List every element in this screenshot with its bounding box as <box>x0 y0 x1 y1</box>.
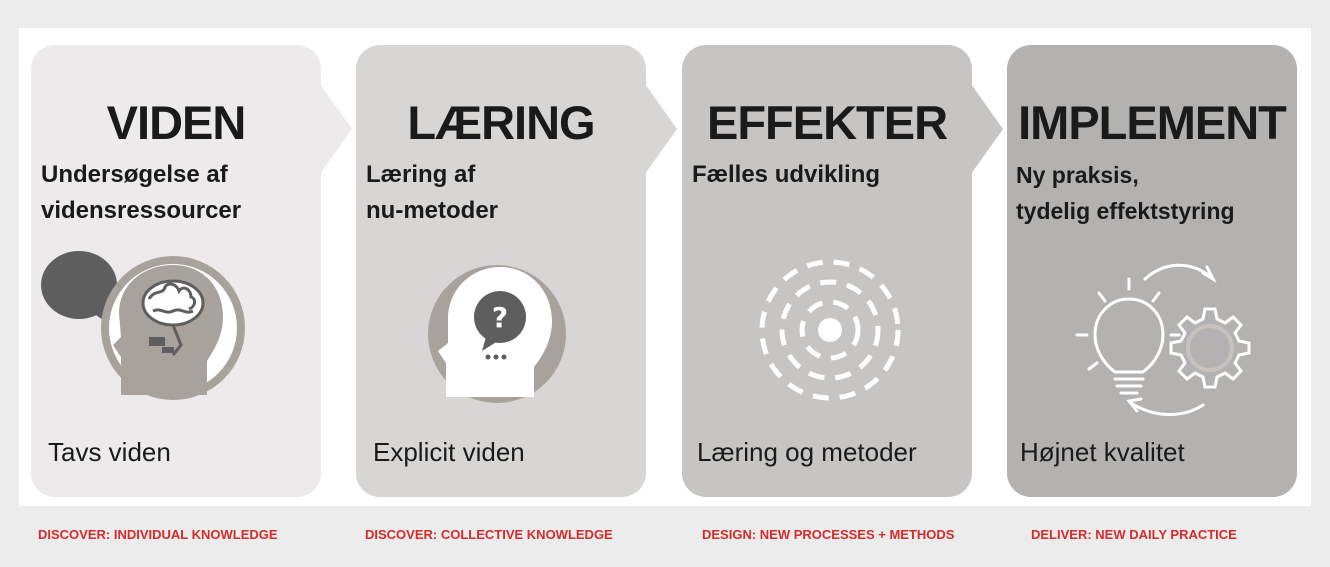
concentric-ripple-icon <box>759 259 901 401</box>
stage-subtitle: Ny praksis, tydelig effektstyring <box>1016 162 1235 224</box>
stage-arrow-1 <box>320 84 352 174</box>
stage-arrow-2 <box>645 84 677 174</box>
stage-card-laering: LÆRING Læring af nu-metoder ? Explicit v… <box>356 45 646 497</box>
stage-title: EFFEKTER <box>706 96 948 149</box>
stage-outcome: Explicit viden <box>373 437 525 467</box>
stage-card-implement: IMPLEMENT Ny praksis, tydelig effektstyr… <box>1007 45 1297 497</box>
svg-text:?: ? <box>492 301 508 334</box>
stage-caption-4: DELIVER: NEW DAILY PRACTICE <box>1031 527 1237 542</box>
stage-card-viden: VIDEN Undersøgelse af vidensressourcer T… <box>31 45 321 497</box>
stage-caption-3: DESIGN: NEW PROCESSES + METHODS <box>702 527 955 542</box>
stage-title: LÆRING <box>407 96 595 149</box>
stage-caption-2: DISCOVER: COLLECTIVE KNOWLEDGE <box>365 527 613 542</box>
stage-outcome: Tavs viden <box>48 437 171 467</box>
stage-subtitle: Læring af nu-metoder <box>366 161 498 224</box>
stage-caption-1: DISCOVER: INDIVIDUAL KNOWLEDGE <box>38 527 278 542</box>
stage-card-effekter: EFFEKTER Fælles udvikling Læring og meto… <box>682 45 972 497</box>
bulb-gear-cycle-icon <box>1075 263 1251 417</box>
stage-title: VIDEN <box>106 96 247 149</box>
head-question-icon: ? <box>428 265 566 403</box>
head-brain-speech-icon <box>41 251 245 400</box>
stage-arrow-3 <box>971 84 1003 174</box>
stage-title: IMPLEMENT <box>1018 96 1287 149</box>
stage-outcome: Højnet kvalitet <box>1020 437 1185 467</box>
stage-subtitle: Fælles udvikling <box>692 161 881 188</box>
stage-subtitle: Undersøgelse af vidensressourcer <box>41 161 242 224</box>
stage-outcome: Læring og metoder <box>697 437 917 467</box>
